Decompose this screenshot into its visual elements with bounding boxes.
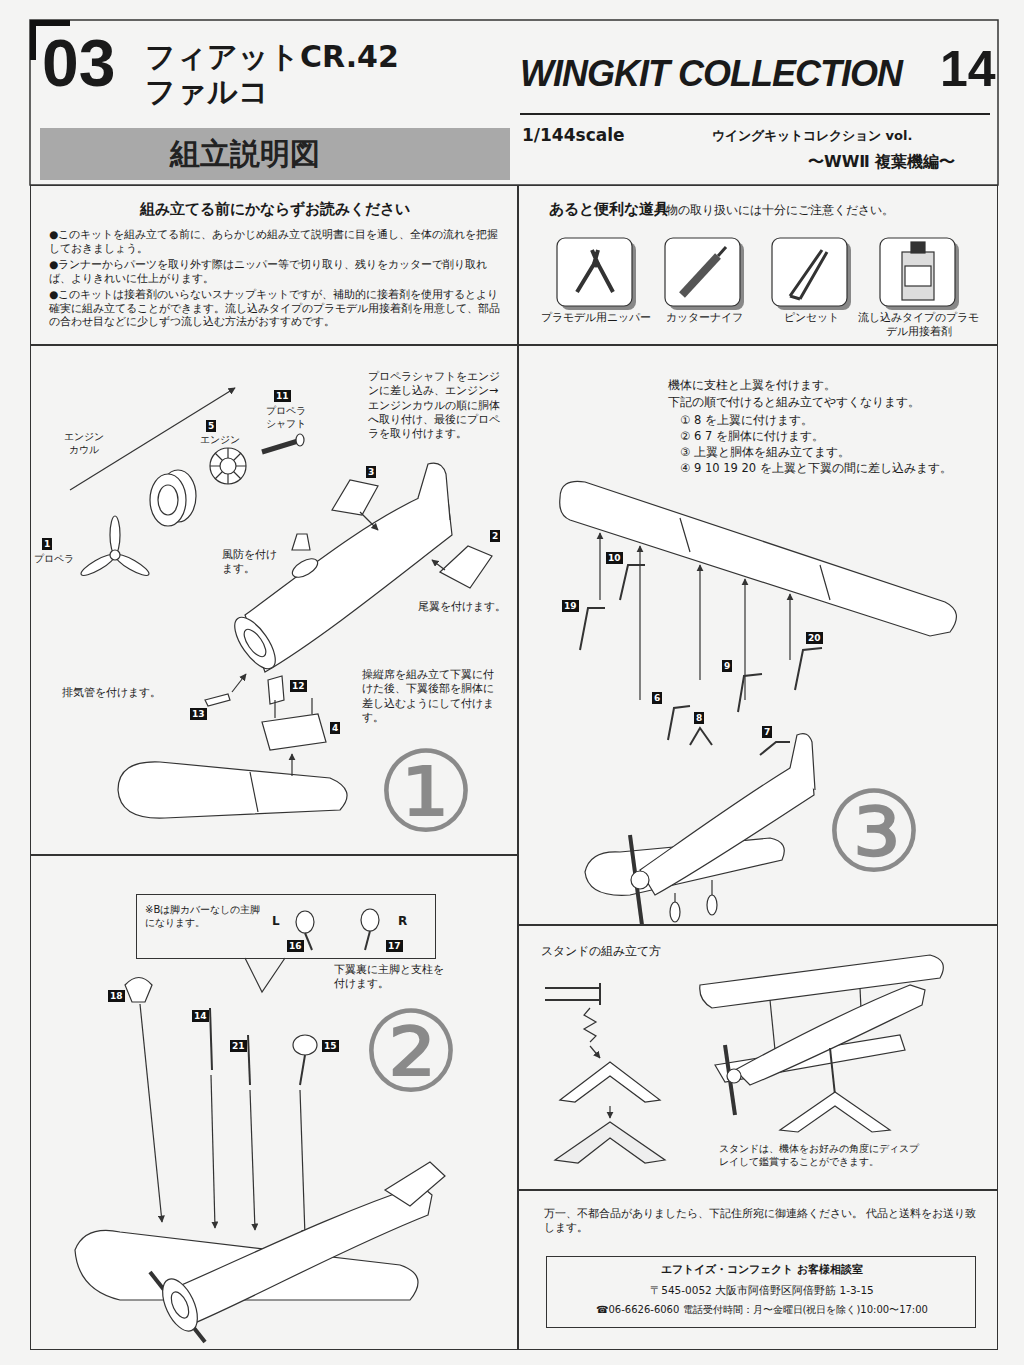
node-heading: カッターナイフ — [649, 311, 759, 325]
label-text: 機体に支柱と上翼を付けます。 — [668, 378, 836, 393]
stand-panel: スタンドの組み立て方スタンドは、機体をお好みの角度にディスプレイして鑑賞すること… — [518, 925, 998, 1190]
node-heading: 組み立てる前にかならずお読みください — [31, 200, 519, 220]
node-text: ※刃物の取り扱いには十分にご注意ください。 — [644, 203, 894, 218]
label-text: 1/144scale — [522, 124, 625, 146]
node-heading: 万一、不都合品がありましたら、下記住所宛に御連絡ください。 代品と送料をお送り致… — [544, 1207, 984, 1236]
node-text: ●このキットは接着剤のいらないスナップキットですが、補助的に接着剤を使用するとよ… — [49, 288, 507, 329]
tool-item: ピンセット — [761, 239, 861, 344]
callout-number: 5 — [206, 420, 216, 432]
callout-number: 3 — [366, 466, 376, 478]
node-text: ●このキットを組み立てる前に、あらかじめ組み立て説明書に目を通し、全体の流れを把… — [49, 228, 507, 255]
callout-number: 8 — [694, 712, 704, 724]
label-text: 操縦席を組み立て下翼に付けた後、下翼後部を胴体に差し込むようにして付けます。 — [362, 668, 500, 725]
callout-number: 18 — [108, 990, 125, 1002]
label-text: 排気管を付けます。 — [62, 686, 161, 700]
node-text: スタンドは、機体をお好みの角度にディスプレイして鑑賞することができます。 — [719, 1142, 924, 1168]
header-frame — [30, 20, 998, 185]
node-heading: ※Bは脚カバーなしの主脚になります。 — [145, 903, 263, 929]
callout-number: 19 — [562, 600, 579, 612]
node-text: ●ランナーからパーツを取り外す際はニッパー等で切り取り、残りをカッターで削り取れ… — [49, 258, 507, 285]
callout-number: 6 — [652, 692, 662, 704]
tool-icons — [557, 238, 959, 310]
tool-item: プラモデル用ニッパー — [541, 239, 651, 344]
label-text: ④ 9 10 19 20 を上翼と下翼の間に差し込みます。 — [680, 461, 952, 476]
label-text: ウイングキットコレクション vol. — [712, 128, 912, 145]
label-text: プロペラシャフト — [262, 404, 310, 430]
node-heading: ② — [341, 996, 481, 1108]
step3-drawing — [560, 481, 957, 925]
callout-number: 15 — [322, 1040, 339, 1052]
callout-number: 2 — [490, 530, 500, 542]
callout-number: 11 — [274, 390, 291, 402]
label-text: 〜WWⅡ 複葉機編〜 — [808, 152, 955, 173]
notes-panel: 組み立てる前にかならずお読みください ●このキットを組み立てる前に、あらかじめ組み… — [30, 185, 518, 345]
node-heading: プラモデル用ニッパー — [541, 311, 651, 325]
tool-item: カッターナイフ — [649, 239, 759, 344]
step2-drawing — [75, 909, 445, 1342]
tools-panel: あると便利な道具※刃物の取り扱いには十分にご注意ください。プラモデル用ニッパーカ… — [518, 185, 998, 345]
label-text: エンジンカウル — [60, 430, 108, 456]
callout-number: 7 — [762, 726, 772, 738]
label-text: ③ 上翼と胴体を組み立てます。 — [680, 445, 850, 460]
label-text: ② 6 7 を胴体に付けます。 — [680, 429, 824, 444]
label-text: WINGKIT COLLECTION — [520, 52, 902, 95]
callout-number: 9 — [722, 660, 732, 672]
callout-number: 12 — [290, 680, 307, 692]
callout-number: 4 — [330, 722, 340, 734]
node-heading: エフトイズ・コンフェクト お客様相談室 — [547, 1263, 977, 1277]
label-text: 風防を付けます。 — [222, 548, 284, 577]
label-text: ① 8 を上翼に付けます。 — [680, 413, 813, 428]
callout-number: 14 — [192, 1010, 209, 1022]
contact-panel: 万一、不都合品がありましたら、下記住所宛に御連絡ください。 代品と送料をお送り致… — [518, 1190, 998, 1350]
step-panel: ② ※Bは脚カバーなしの主脚になります。 — [30, 855, 518, 1350]
node-heading: ③ — [804, 776, 944, 888]
node-heading: 流し込みタイプのプラモデル用接着剤 — [856, 311, 981, 340]
title: フィアットCR.42 ファルコ — [145, 40, 420, 109]
label-text: 14 — [940, 44, 996, 94]
callout-number: 16 — [287, 940, 304, 952]
callout-number: 1 — [42, 538, 52, 550]
label-text: 尾翼を付けます。 — [418, 600, 506, 614]
tool-item: 流し込みタイプのプラモデル用接着剤 — [856, 239, 981, 344]
callout-number: 10 — [606, 552, 623, 564]
label-text: 03 — [42, 30, 115, 96]
label-text: R — [398, 914, 407, 930]
node-text: 〒545-0052 大阪市阿倍野区阿倍野筋 1-3-15 — [547, 1284, 977, 1298]
label-text: プロペラ — [34, 552, 74, 565]
callout-number: 20 — [806, 632, 823, 644]
node-heading: ピンセット — [761, 311, 861, 325]
label-text: プロペラシャフトをエンジンに差し込み、エンジン→エンジンカウルの順に胴体へ取り付… — [368, 370, 506, 441]
label-text: 下翼裏に主脚と支柱を付けます。 — [334, 963, 444, 992]
label-text: エンジン — [200, 433, 240, 446]
callout-number: 17 — [386, 940, 403, 952]
callout-number: 21 — [230, 1040, 247, 1052]
node-heading: ① — [356, 736, 496, 848]
address-box: エフトイズ・コンフェクト お客様相談室〒545-0052 大阪市阿倍野区阿倍野筋… — [546, 1256, 976, 1328]
label-text: 組立説明図 — [170, 136, 320, 172]
stand-drawing — [545, 955, 943, 1163]
node-text: ☎06-6626-6060 電話受付時間：月〜金曜日(祝日を除く)10:00〜1… — [547, 1303, 977, 1316]
node-heading: スタンドの組み立て方 — [541, 944, 661, 960]
callout-number: 13 — [190, 708, 207, 720]
label-text: L — [272, 914, 280, 930]
label-text: 下記の順で付けると組み立てやすくなります。 — [668, 395, 920, 410]
